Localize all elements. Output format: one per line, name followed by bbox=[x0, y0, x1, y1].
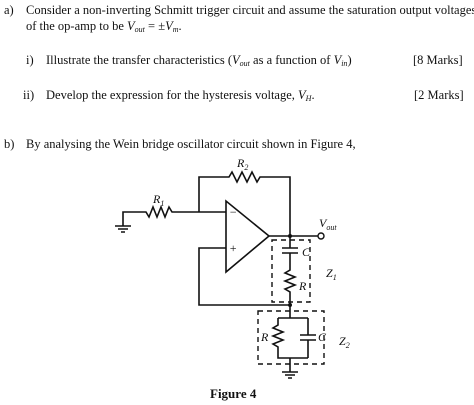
positive-feedback-wire bbox=[198, 247, 290, 306]
op-amp-plus: + bbox=[229, 241, 237, 255]
part-i-end: ) bbox=[347, 53, 352, 67]
question-a-line2: of the op-amp to be Vout = ±Vm. bbox=[26, 19, 182, 37]
vm-symbol: V bbox=[165, 19, 173, 33]
z2-box bbox=[257, 310, 325, 365]
part-i-pre: Illustrate the transfer characteristics … bbox=[46, 53, 233, 67]
r2-label: R2 bbox=[236, 156, 248, 172]
part-ii-marks: [2 Marks] bbox=[414, 88, 464, 102]
question-b-text: By analysing the Wein bridge oscillator … bbox=[26, 137, 356, 151]
z2-capacitor bbox=[300, 318, 316, 358]
figure-caption: Figure 4 bbox=[210, 386, 257, 401]
part-i-v1-sub: out bbox=[239, 59, 250, 68]
part-i-mid: as a function of bbox=[249, 53, 334, 67]
r1-label: R1 bbox=[152, 192, 164, 208]
line2-end: . bbox=[178, 19, 182, 33]
op-amp-triangle bbox=[225, 199, 271, 274]
r2-feedback-wire bbox=[198, 170, 291, 236]
part-i-text: Illustrate the transfer characteristics … bbox=[46, 53, 352, 71]
z2-resistor bbox=[270, 318, 308, 359]
vout-symbol: V bbox=[127, 19, 135, 33]
part-ii-text: Develop the expression for the hysteresi… bbox=[46, 88, 315, 106]
question-a-line2-pre: of the op-amp to be bbox=[26, 19, 128, 33]
part-i-v2: V bbox=[333, 53, 342, 67]
vout-subscript: out bbox=[134, 25, 145, 34]
equals-pm: = ± bbox=[144, 19, 166, 33]
ground-symbol-z2 bbox=[282, 371, 298, 379]
z1-r-label: R bbox=[298, 279, 307, 293]
z2-label: Z2 bbox=[339, 334, 350, 350]
question-a-marker: a) bbox=[4, 3, 14, 17]
vm-subscript: m bbox=[172, 25, 179, 34]
output-terminal bbox=[317, 232, 325, 240]
question-a-line1: Consider a non-inverting Schmitt trigger… bbox=[26, 3, 474, 17]
op-amp-minus: − bbox=[229, 205, 237, 219]
part-ii-pre: Develop the expression for the hysteresi… bbox=[46, 88, 299, 102]
part-ii-v1-sub: H bbox=[305, 94, 312, 103]
z1-cap-wire bbox=[282, 236, 298, 264]
z2-r-label: R bbox=[260, 330, 269, 344]
vout-label: Vout bbox=[319, 216, 337, 232]
part-i-marks: [8 Marks] bbox=[413, 53, 463, 67]
part-ii-marker: ii) bbox=[23, 88, 35, 102]
ground-symbol-r1 bbox=[115, 225, 131, 233]
question-b-marker: b) bbox=[4, 137, 15, 151]
part-i-v2-sub: in bbox=[341, 59, 348, 68]
z1-box bbox=[271, 239, 311, 303]
part-i-marker: i) bbox=[26, 53, 34, 67]
z2-wire bbox=[278, 305, 308, 372]
z2-c-label: C bbox=[318, 330, 327, 344]
z1-label: Z1 bbox=[326, 266, 337, 282]
part-ii-end: . bbox=[311, 88, 315, 102]
z1-c-label: C bbox=[302, 245, 311, 259]
r1-wire bbox=[122, 204, 226, 226]
z1-resistor bbox=[282, 264, 298, 305]
part-i-v1: V bbox=[232, 53, 240, 67]
part-ii-v1: V bbox=[298, 88, 306, 102]
